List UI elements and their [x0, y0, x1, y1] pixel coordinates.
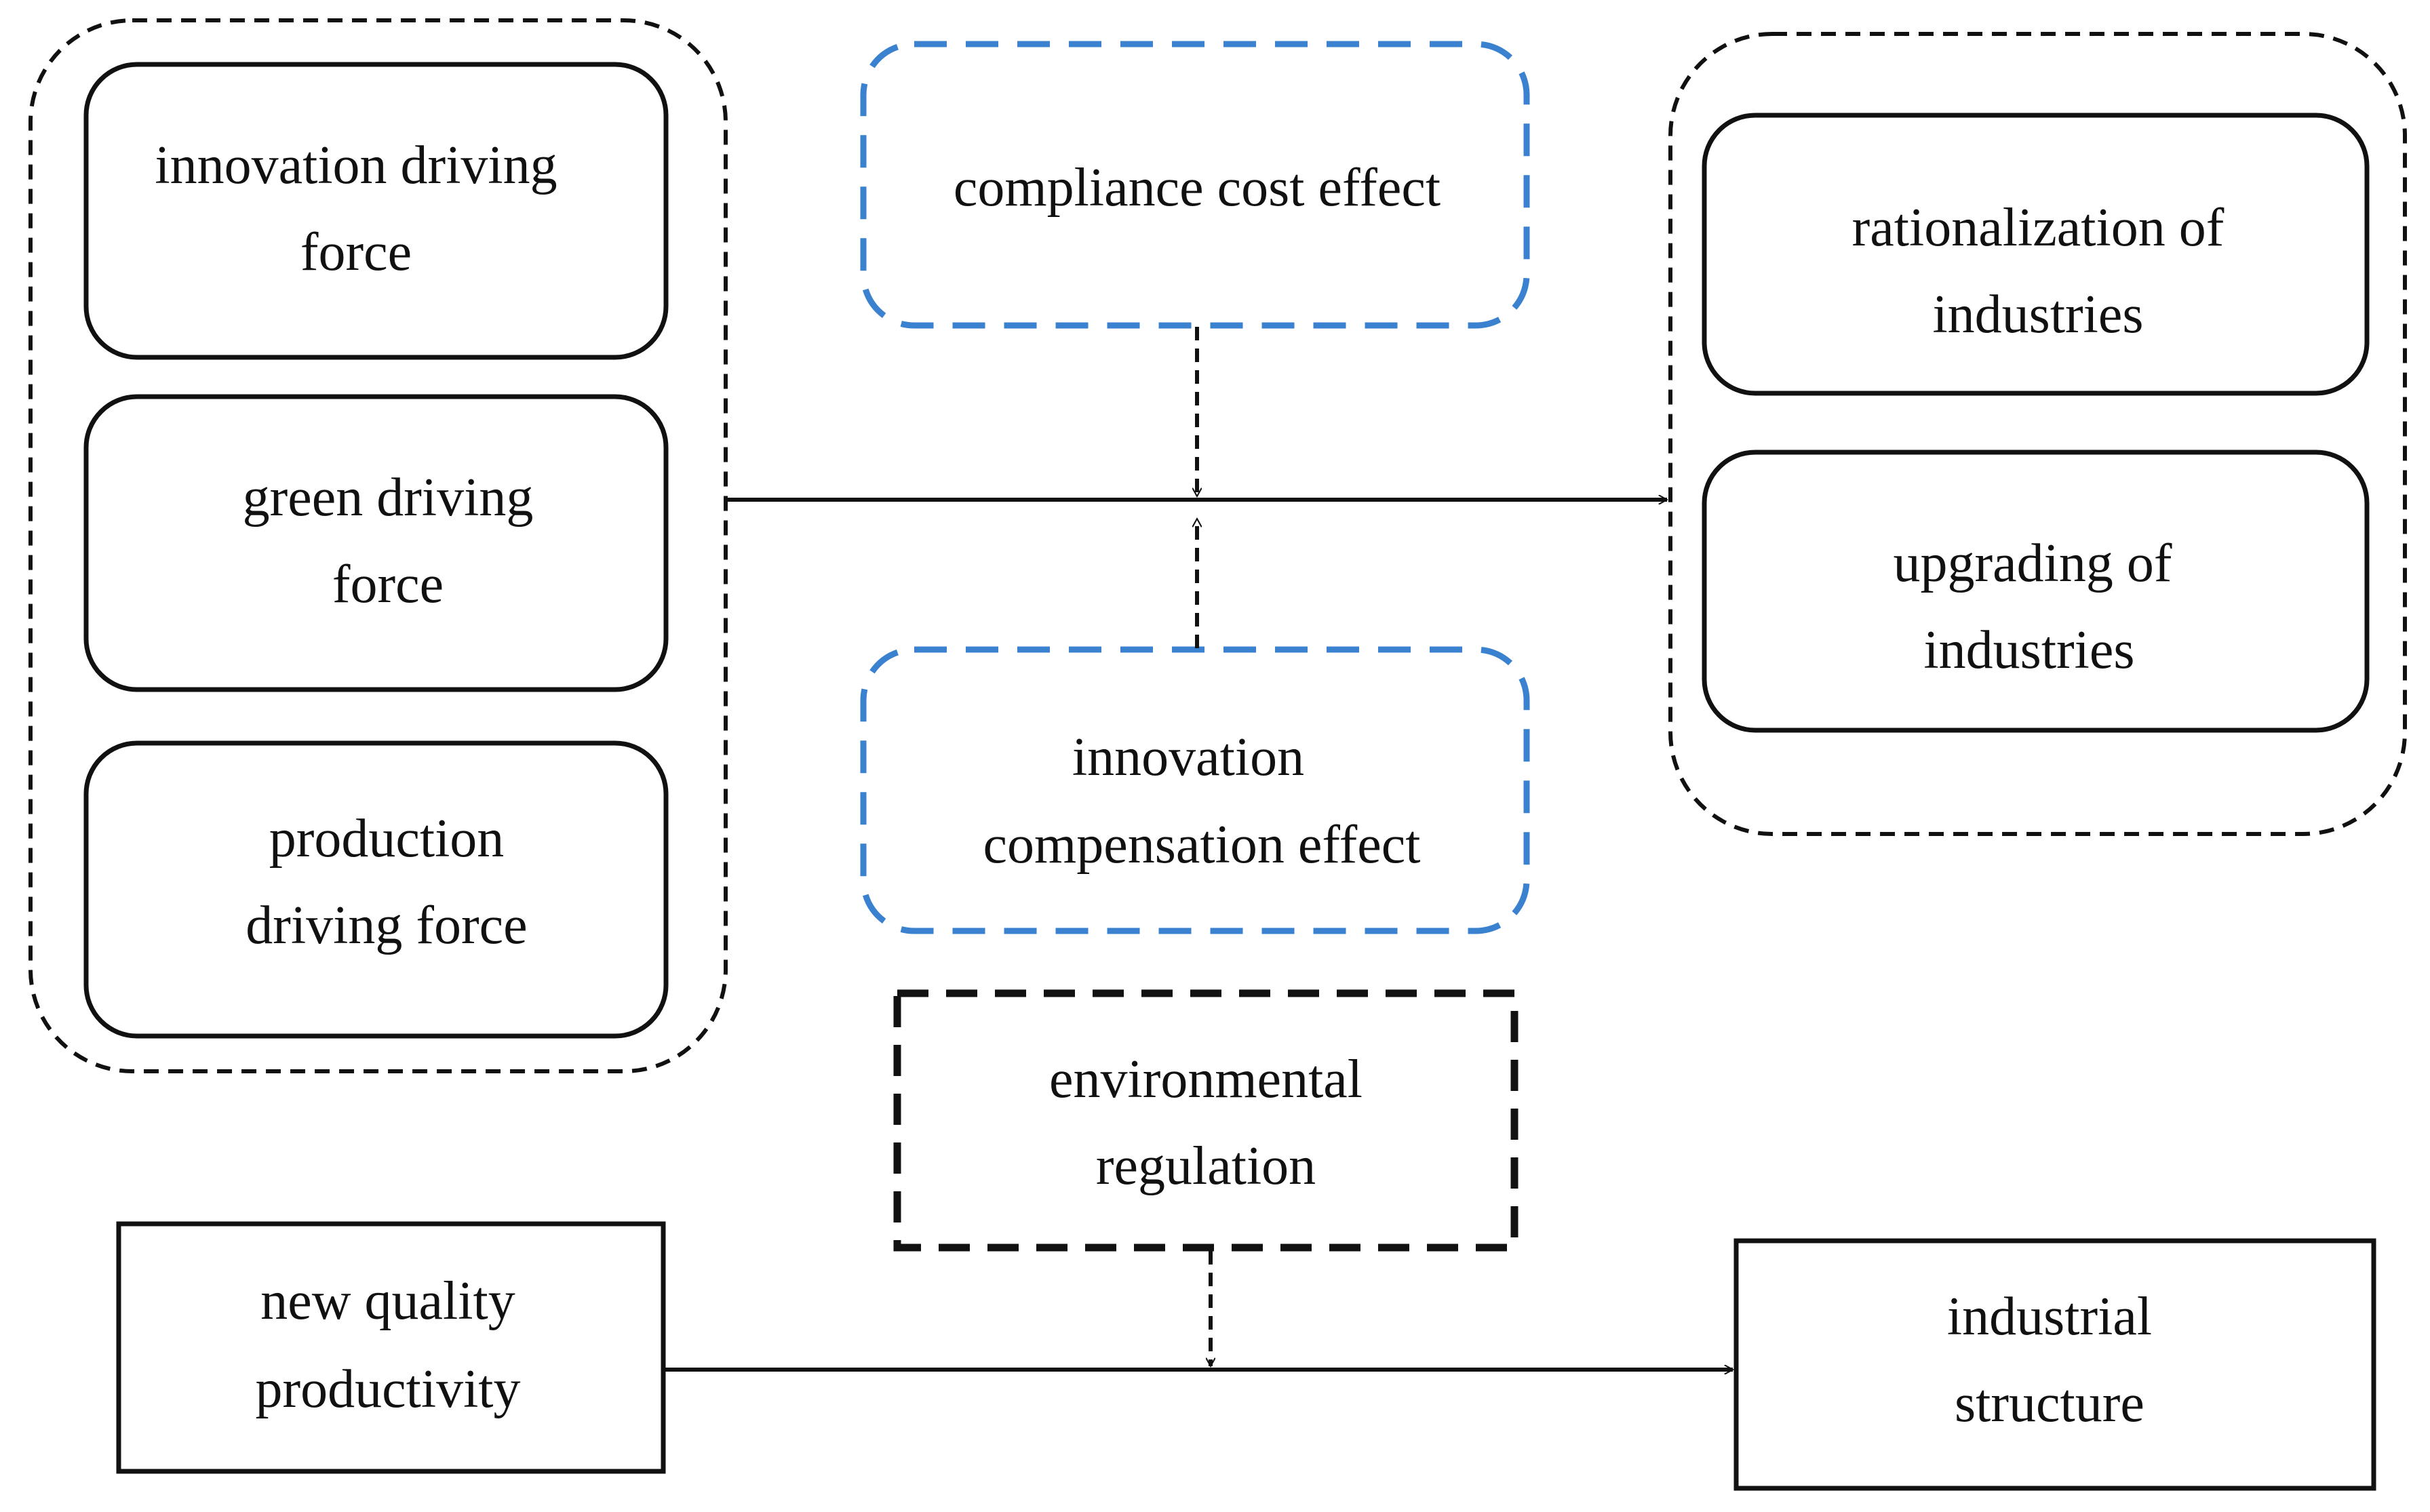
rationalization-of-industries-label-1: rationalization of	[1852, 198, 2225, 258]
innovation-compensation-effect-label-1: innovation	[1072, 728, 1304, 787]
green-driving-force-label-1: green driving	[243, 468, 534, 528]
innovation-driving-force-box: innovation driving force	[83, 62, 669, 360]
innovation-driving-force-label-2: force	[300, 222, 412, 282]
production-driving-force-box: production driving force	[83, 740, 669, 1039]
production-driving-force-label-1: production	[269, 809, 505, 869]
innovation-compensation-effect-label-2: compensation effect	[983, 815, 1421, 875]
green-driving-force-box: green driving force	[83, 394, 669, 692]
green-driving-force-label-2: force	[332, 555, 444, 614]
new-quality-productivity-label-1: new quality	[260, 1271, 515, 1331]
industrial-structure-label-1: industrial	[1947, 1287, 2152, 1347]
compliance-cost-effect-label: compliance cost effect	[954, 158, 1441, 218]
innovation-driving-force-label-1: innovation driving	[155, 136, 557, 195]
rationalization-of-industries-label-2: industries	[1932, 285, 2143, 344]
upgrading-of-industries-label-1: upgrading of	[1893, 534, 2172, 593]
upgrading-of-industries-label-2: industries	[1923, 620, 2134, 680]
industrial-structure-box: industrial structure	[1733, 1238, 2376, 1491]
new-quality-productivity-box: new quality productivity	[116, 1221, 666, 1474]
compliance-cost-effect-box: compliance cost effect	[860, 41, 1530, 329]
new-quality-productivity-label-2: productivity	[255, 1359, 520, 1419]
production-driving-force-label-2: driving force	[246, 896, 527, 955]
environmental-regulation-label-2: regulation	[1096, 1136, 1316, 1196]
industrial-structure-label-2: structure	[1955, 1374, 2144, 1433]
driving-forces-group	[28, 18, 728, 1073]
industrial-outcomes-group	[1668, 32, 2407, 836]
upgrading-of-industries-box: upgrading of industries	[1702, 450, 2370, 733]
rationalization-of-industries-box: rationalization of industries	[1702, 113, 2370, 396]
innovation-compensation-effect-box: innovation compensation effect	[860, 646, 1530, 934]
environmental-regulation-label-1: environmental	[1049, 1050, 1363, 1109]
environmental-regulation-box: environmental regulation	[893, 989, 1518, 1252]
